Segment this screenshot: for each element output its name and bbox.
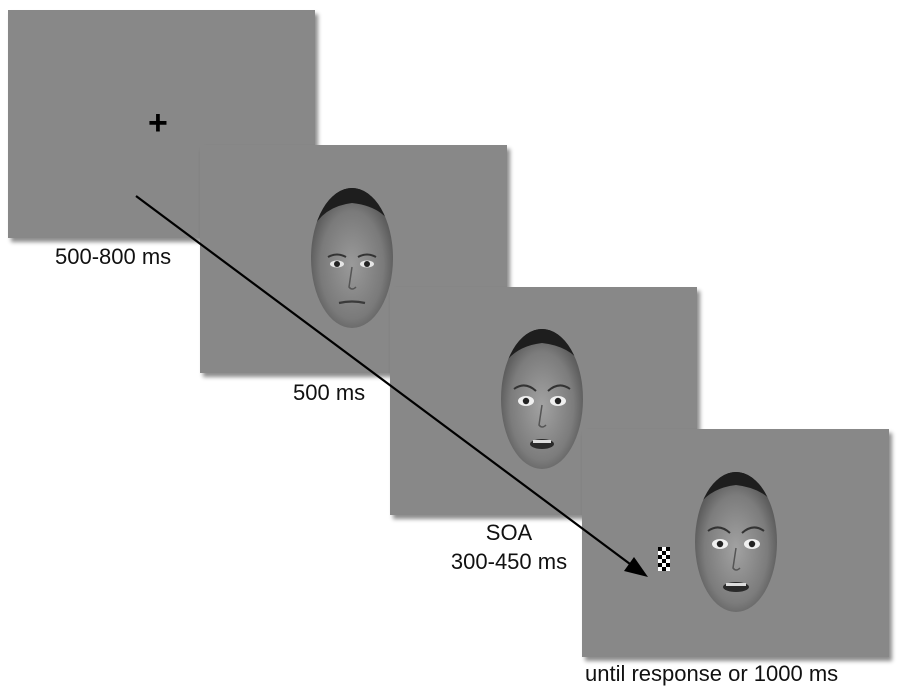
target-frame xyxy=(582,429,889,657)
checkerboard-target-icon xyxy=(658,547,670,571)
fixation-duration-label: 500-800 ms xyxy=(55,244,172,269)
soa-duration-label: 300-450 ms xyxy=(450,549,568,574)
soa-label: SOA xyxy=(485,520,533,545)
neutral-face-duration-label: 500 ms xyxy=(293,380,366,405)
fixation-cross-icon: + xyxy=(148,104,168,142)
target-duration-label: until response or 1000 ms xyxy=(585,661,839,686)
face-photo-icon xyxy=(695,472,777,612)
